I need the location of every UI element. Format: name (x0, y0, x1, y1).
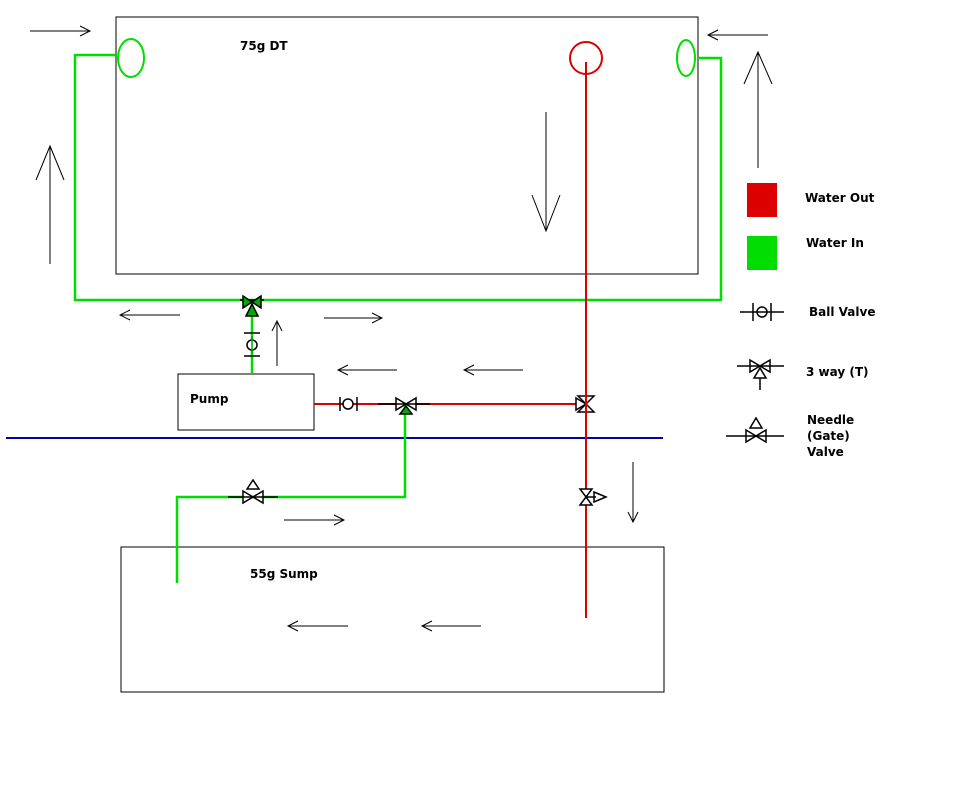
legend-water-out-swatch (747, 183, 777, 217)
pump-label: Pump (190, 392, 229, 406)
ball-valve-pump (244, 332, 260, 357)
legend: Water Out Water In Ball Valve 3 way (T) … (726, 183, 875, 459)
sump-label: 55g Sump (250, 567, 318, 581)
sump-tank (120, 546, 665, 693)
three-way-valve-top (240, 294, 264, 317)
needle-valve-sump (228, 478, 278, 505)
ball-valve-return (339, 397, 358, 411)
legend-water-out-label: Water Out (805, 191, 875, 205)
legend-needle-valve-icon (726, 416, 784, 444)
water-in-plumbing (73, 38, 723, 583)
three-way-valve-drain (575, 350, 596, 450)
display-tank (115, 16, 699, 275)
needle-valve-drain (578, 488, 608, 506)
pump-box (177, 373, 315, 431)
water-out-plumbing (314, 41, 603, 618)
display-tank-label: 75g DT (240, 39, 288, 53)
legend-ball-valve-label: Ball Valve (809, 305, 875, 319)
legend-ball-valve-icon (740, 303, 784, 321)
legend-three-way-icon (737, 358, 784, 390)
legend-needle-label-line3: Valve (807, 445, 844, 459)
legend-needle-label-line2: (Gate) (807, 429, 850, 443)
three-way-valve-return (378, 396, 430, 415)
legend-water-in-label: Water In (806, 236, 864, 250)
flow-arrows (30, 25, 773, 632)
legend-water-in-swatch (747, 236, 777, 270)
return-outlet-left (117, 38, 145, 78)
legend-three-way-label: 3 way (T) (806, 365, 869, 379)
legend-needle-label-line1: Needle (807, 413, 854, 427)
return-outlet-right (676, 39, 696, 77)
